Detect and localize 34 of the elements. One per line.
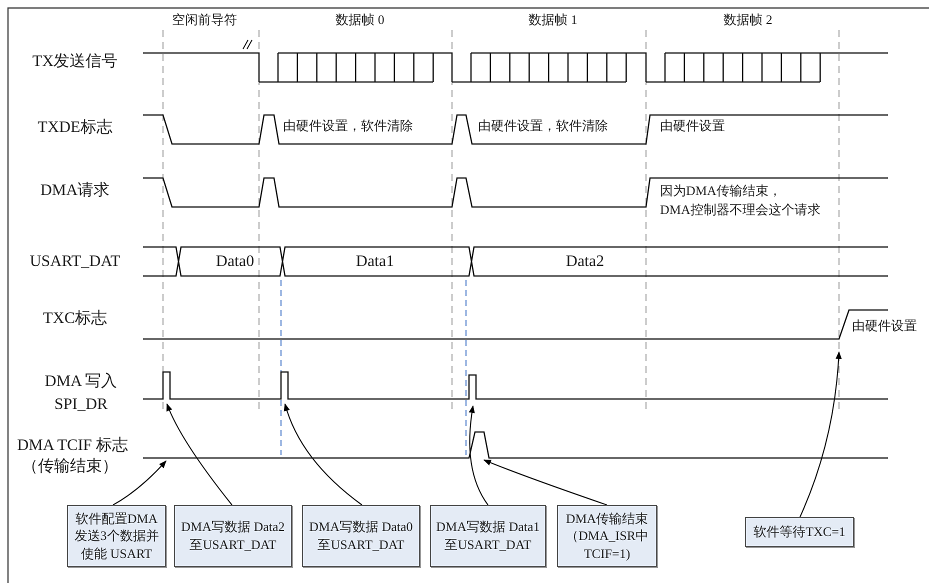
data-label: Data1 [354,252,396,272]
leader-arrow [468,405,488,506]
signal-label: （传输结束） [21,457,119,476]
dma-write-waveform [143,371,888,400]
leader-arrow [800,351,842,518]
annotation-text: 因为DMA传输结束，DMA控制器不理会这个请求 [660,182,822,219]
signal-label: TXDE标志 [36,118,114,138]
callout-box: 软件等待TXC=1 [745,517,854,547]
leader-arrow [483,460,608,506]
leader-arrow [166,403,232,506]
annotation-text: 由硬件设置，软件清除 [283,118,413,134]
callout-box: DMA写数据 Data1至USART_DAT [430,505,546,567]
signal-label: DMA 写入 SPI_DR [44,372,118,416]
signal-label: DMA请求 [39,181,111,200]
data-label: Data0 [214,252,256,272]
signal-label: TXC标志 [42,309,108,328]
annotation-text: 由硬件设置 [660,118,725,134]
signal-label: DMA TCIF 标志 [16,436,129,456]
frame-label: 数据帧 1 [528,12,578,28]
leader-arrow [112,460,167,506]
callout-box: DMA写数据 Data0至USART_DAT [302,505,420,567]
callout-box: DMA传输结束（DMA_ISR中TCIF=1) [557,505,657,567]
data-label: Data2 [564,252,606,272]
signal-label: USART_DAT [28,252,122,272]
frame-label: 数据帧 2 [722,12,774,28]
tcif-waveform [143,431,888,459]
callout-box: DMA写数据 Data2至USART_DAT [174,505,292,567]
callout-box: 软件配置DMA发送3个数据并使能 USART [67,505,166,567]
annotation-text: 由硬件设置 [852,318,917,334]
frame-label: 数据帧 0 [334,12,386,28]
signal-label: TX发送信号 [31,52,119,72]
annotation-text: 由硬件设置，软件清除 [478,118,608,134]
leader-arrow [284,403,362,506]
frame-label: 空闲前导符 [172,12,237,28]
